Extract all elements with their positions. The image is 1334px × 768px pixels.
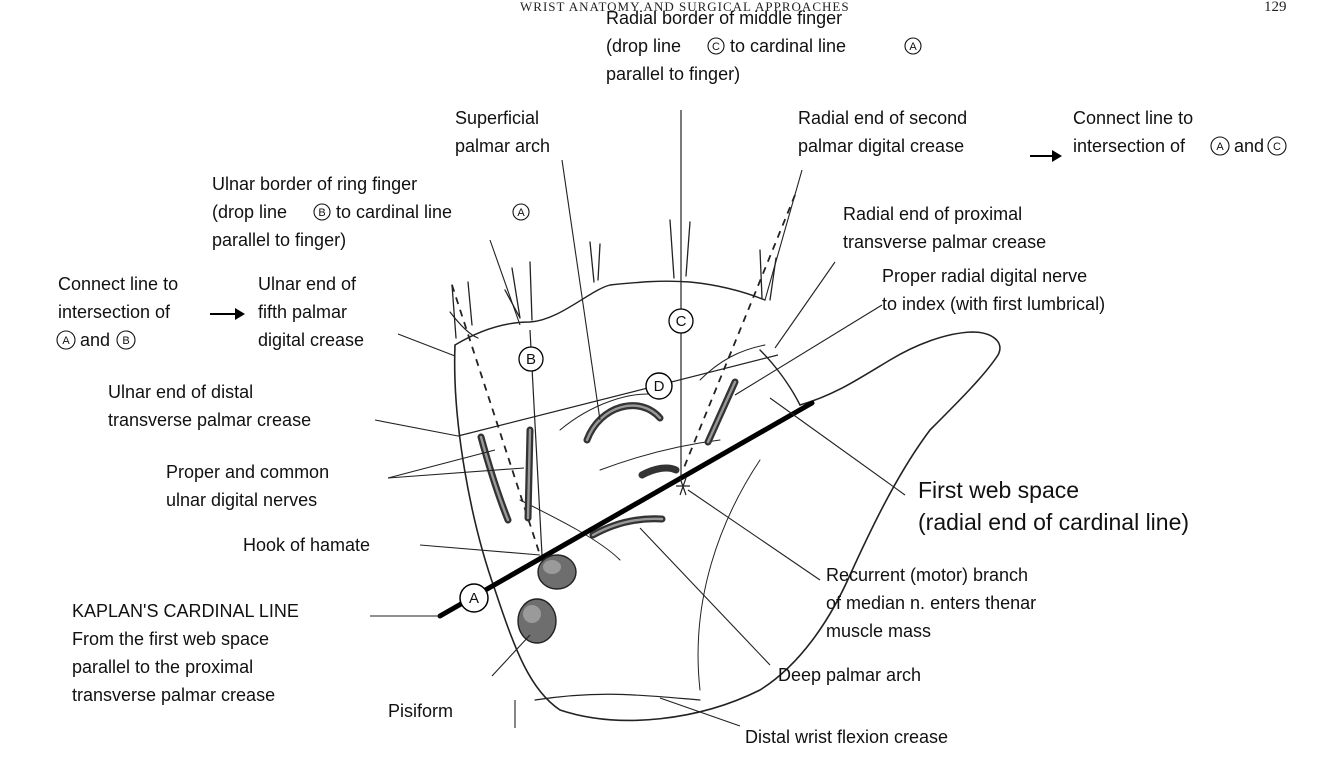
svg-text:B: B: [122, 335, 129, 347]
leader-ulnar-distal: [374, 419, 459, 437]
svg-text:(drop line: (drop line: [606, 36, 681, 56]
svg-text:intersection of: intersection of: [58, 302, 171, 322]
carpal-bones: [517, 554, 577, 644]
marker-C: C: [668, 308, 694, 334]
label-distal-wrist: Distal wrist flexion crease: [745, 727, 948, 747]
small-arch-segment: [638, 464, 680, 479]
leader-first-web: [769, 397, 906, 496]
hand-illustration: [449, 219, 1001, 722]
label-ulnar-ring-line3: parallel to finger): [212, 230, 346, 250]
middle-finger-stub-b: [669, 219, 691, 279]
leader-ulnar-fifth: [397, 333, 456, 357]
label-radial-middle: Radial border of middle finger: [606, 8, 842, 28]
svg-text:B: B: [318, 207, 325, 219]
pisiform-highlight: [523, 605, 541, 623]
svg-text:C: C: [1273, 141, 1281, 153]
distal-palmar-crease-line: [457, 354, 779, 437]
thenar-crease: [697, 459, 761, 691]
label-superficial-arch: Superficial palmar arch: [455, 108, 550, 156]
construction-lines: [457, 110, 779, 556]
leader-deep-arch: [639, 527, 771, 666]
leader-proper-common-b: [387, 467, 525, 479]
svg-text:intersection of: intersection of: [1073, 136, 1186, 156]
svg-text:C: C: [676, 313, 687, 330]
page-number: 129: [1264, 0, 1287, 15]
label-ulnar-distal: Ulnar end of distal transverse palmar cr…: [108, 382, 311, 430]
svg-text:A: A: [62, 335, 70, 347]
label-first-web: First web space (radial end of cardinal …: [918, 477, 1189, 535]
marker-A: A: [459, 583, 489, 613]
nerves-highlight: [479, 380, 737, 537]
label-radial-second: Radial end of second palmar digital crea…: [798, 108, 972, 156]
middle-finger-stub-a: [589, 241, 601, 283]
leader-pisiform: [491, 634, 531, 677]
label-radial-proximal: Radial end of proximal transverse palmar…: [843, 204, 1046, 252]
thumb-inner-edge: [759, 349, 801, 406]
svg-text:to cardinal line: to cardinal line: [336, 202, 452, 222]
svg-text:A: A: [469, 590, 479, 607]
palm-ulnar-top: [449, 311, 479, 339]
svg-text:A: A: [1216, 141, 1224, 153]
index-finger-stub: [759, 249, 777, 301]
label-proper-common: Proper and common ulnar digital nerves: [166, 462, 334, 510]
palm-crease-4: [519, 499, 621, 561]
svg-text:(drop line: (drop line: [212, 202, 287, 222]
svg-text:A: A: [517, 207, 525, 219]
label-kaplan: KAPLAN'S CARDINAL LINE From the first we…: [72, 601, 304, 705]
label-recurrent: Recurrent (motor) branch of median n. en…: [826, 565, 1041, 641]
svg-text:and: and: [1234, 136, 1264, 156]
svg-text:A: A: [909, 41, 917, 53]
ring-finger-stub: [504, 261, 533, 321]
leader-proper-radial: [734, 304, 883, 396]
arrows: [210, 150, 1062, 320]
label-connect-right: Connect line to intersection of A and C: [1073, 108, 1287, 156]
svg-text:C: C: [712, 41, 720, 53]
marker-B: B: [518, 346, 544, 372]
label-hook-hamate: Hook of hamate: [243, 535, 370, 555]
svg-text:D: D: [654, 378, 665, 395]
leader-recurrent: [687, 489, 821, 581]
arrow-left-head: [235, 308, 245, 320]
marker-D: D: [645, 372, 673, 400]
label-deep-arch: Deep palmar arch: [778, 665, 921, 685]
wrist-crease: [534, 693, 701, 701]
label-connect-left: Connect line to intersection of A and B: [56, 274, 178, 350]
leader-lines: [370, 159, 906, 728]
label-ulnar-ring: Ulnar border of ring finger: [212, 174, 417, 194]
svg-text:Connect line to: Connect line to: [1073, 108, 1193, 128]
hamate-highlight: [543, 560, 561, 574]
label-ulnar-ring-line2: (drop line B to cardinal line A: [212, 202, 530, 222]
recurrent-motor-branch-mark: [676, 477, 690, 496]
label-ulnar-fifth: Ulnar end of fifth palmar digital crease: [258, 274, 364, 350]
leader-radial-second: [764, 169, 803, 301]
label-pisiform: Pisiform: [388, 701, 453, 721]
palm-crease-3: [699, 344, 766, 381]
leader-ulnar-ring: [489, 239, 521, 326]
svg-text:Connect line to: Connect line to: [58, 274, 178, 294]
leader-distal-wrist: [659, 697, 741, 727]
palm-top-edge: [454, 280, 766, 346]
dashed-line-radial: [682, 194, 796, 471]
leader-superficial-arch: [561, 159, 601, 421]
arrow-right-head: [1052, 150, 1062, 162]
label-proper-radial: Proper radial digital nerve to index (wi…: [882, 266, 1105, 314]
svg-text:to cardinal line: to cardinal line: [730, 36, 846, 56]
leader-radial-proximal: [774, 261, 836, 349]
running-header: WRIST ANATOMY AND SURGICAL APPROACHES: [520, 0, 850, 14]
label-radial-middle-line3: parallel to finger): [606, 64, 740, 84]
kaplan-cardinal-line: [437, 400, 815, 619]
svg-text:B: B: [526, 351, 536, 368]
leader-hook-hamate: [419, 544, 541, 556]
svg-text:and: and: [80, 330, 110, 350]
leader-proper-common-a: [387, 449, 496, 479]
hand-outline: [453, 331, 1001, 722]
little-finger-stub: [451, 281, 473, 339]
label-radial-middle-line2: (drop line C to cardinal line A: [606, 36, 922, 56]
nerves-and-arches: [477, 378, 739, 539]
